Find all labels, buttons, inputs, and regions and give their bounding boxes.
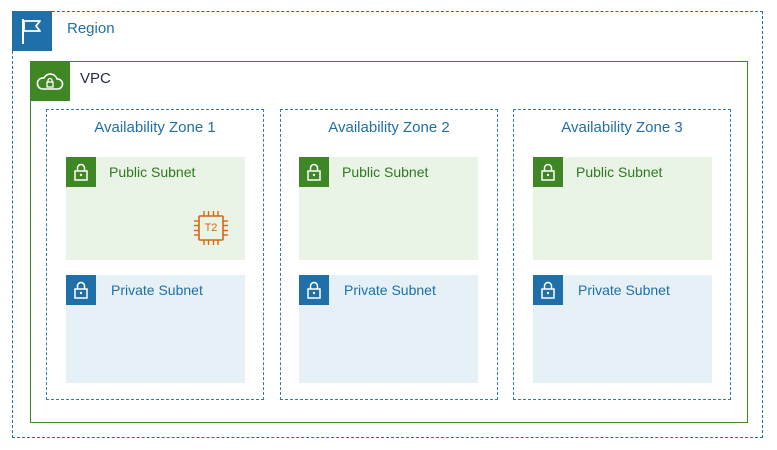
availability-zone-1: [46, 109, 264, 400]
private-subnet-az3: Private Subnet: [533, 275, 712, 383]
private-subnet-az1: Private Subnet: [66, 275, 245, 383]
lock-icon: [66, 275, 96, 305]
availability-zone-2: [280, 109, 498, 400]
private-subnet-label: Private Subnet: [111, 282, 203, 298]
vpc-boundary: [30, 61, 748, 423]
ec2-instance-chip-icon: [194, 211, 228, 245]
lock-icon: [66, 157, 96, 187]
availability-zone-3-label: Availability Zone 3: [561, 119, 683, 136]
public-subnet-az2: Public Subnet: [299, 157, 478, 260]
private-subnet-label: Private Subnet: [344, 282, 436, 298]
region-boundary: [12, 11, 763, 438]
public-subnet-az1: Public Subnet: [66, 157, 245, 260]
lock-icon: [299, 157, 329, 187]
private-subnet-label: Private Subnet: [578, 282, 670, 298]
public-subnet-label: Public Subnet: [342, 164, 429, 180]
availability-zone-1-label: Availability Zone 1: [94, 119, 216, 136]
lock-icon: [533, 275, 563, 305]
cloud-lock-icon: [30, 61, 70, 101]
region-label: Region: [67, 20, 115, 37]
lock-icon: [533, 157, 563, 187]
public-subnet-label: Public Subnet: [576, 164, 663, 180]
vpc-label: VPC: [80, 70, 111, 87]
private-subnet-az2: Private Subnet: [299, 275, 478, 383]
instance-label: T2: [204, 222, 218, 234]
public-subnet-az3: Public Subnet: [533, 157, 712, 260]
flag-icon: [12, 11, 52, 51]
availability-zone-3: [513, 109, 731, 400]
public-subnet-label: Public Subnet: [109, 164, 196, 180]
availability-zone-2-label: Availability Zone 2: [328, 119, 450, 136]
lock-icon: [299, 275, 329, 305]
